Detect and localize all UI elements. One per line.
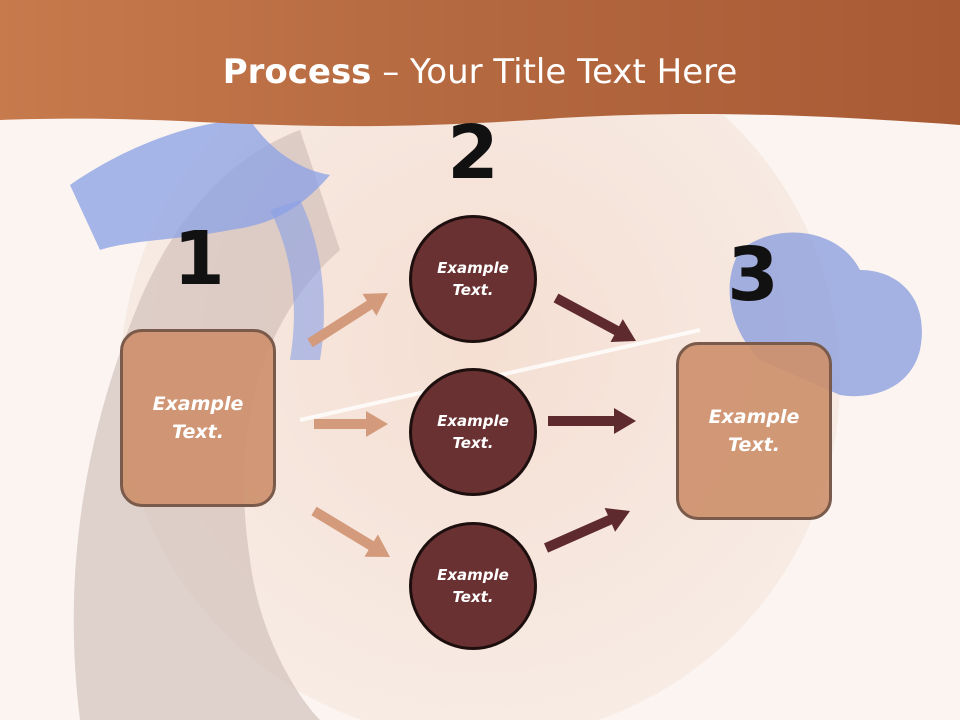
arrow-left-to-top xyxy=(307,293,388,348)
step-number-2: 2 xyxy=(447,110,499,196)
left-process-box: Example Text. xyxy=(120,329,276,507)
title-banner xyxy=(0,0,960,127)
process-circle-middle: Example Text. xyxy=(409,368,537,496)
process-circle-top: Example Text. xyxy=(409,215,537,343)
ribbon-shape xyxy=(70,120,330,250)
circle-top-text: Example Text. xyxy=(437,258,509,300)
right-box-text: Example Text. xyxy=(708,405,800,457)
process-circle-bottom: Example Text. xyxy=(409,522,537,650)
ribbon-tail-shape xyxy=(270,200,324,360)
arrow-top-to-right xyxy=(553,293,636,342)
title-bold: Process xyxy=(222,52,372,92)
circle-bottom-text: Example Text. xyxy=(437,565,509,607)
step-number-3: 3 xyxy=(727,232,779,318)
arrow-left-to-bottom xyxy=(311,506,390,557)
title-dash: – xyxy=(371,52,400,92)
right-process-box: Example Text. xyxy=(676,342,832,520)
circle-middle-text: Example Text. xyxy=(437,411,509,453)
title-rest: Your Title Text Here xyxy=(399,52,738,92)
step-number-1: 1 xyxy=(173,216,225,302)
left-box-text: Example Text. xyxy=(152,392,244,444)
arrow-bottom-to-right xyxy=(544,508,630,553)
arrow-left-to-middle xyxy=(314,411,388,437)
arrow-middle-to-right xyxy=(548,408,636,434)
slide-title: Process – Your Title Text Here xyxy=(0,52,960,92)
